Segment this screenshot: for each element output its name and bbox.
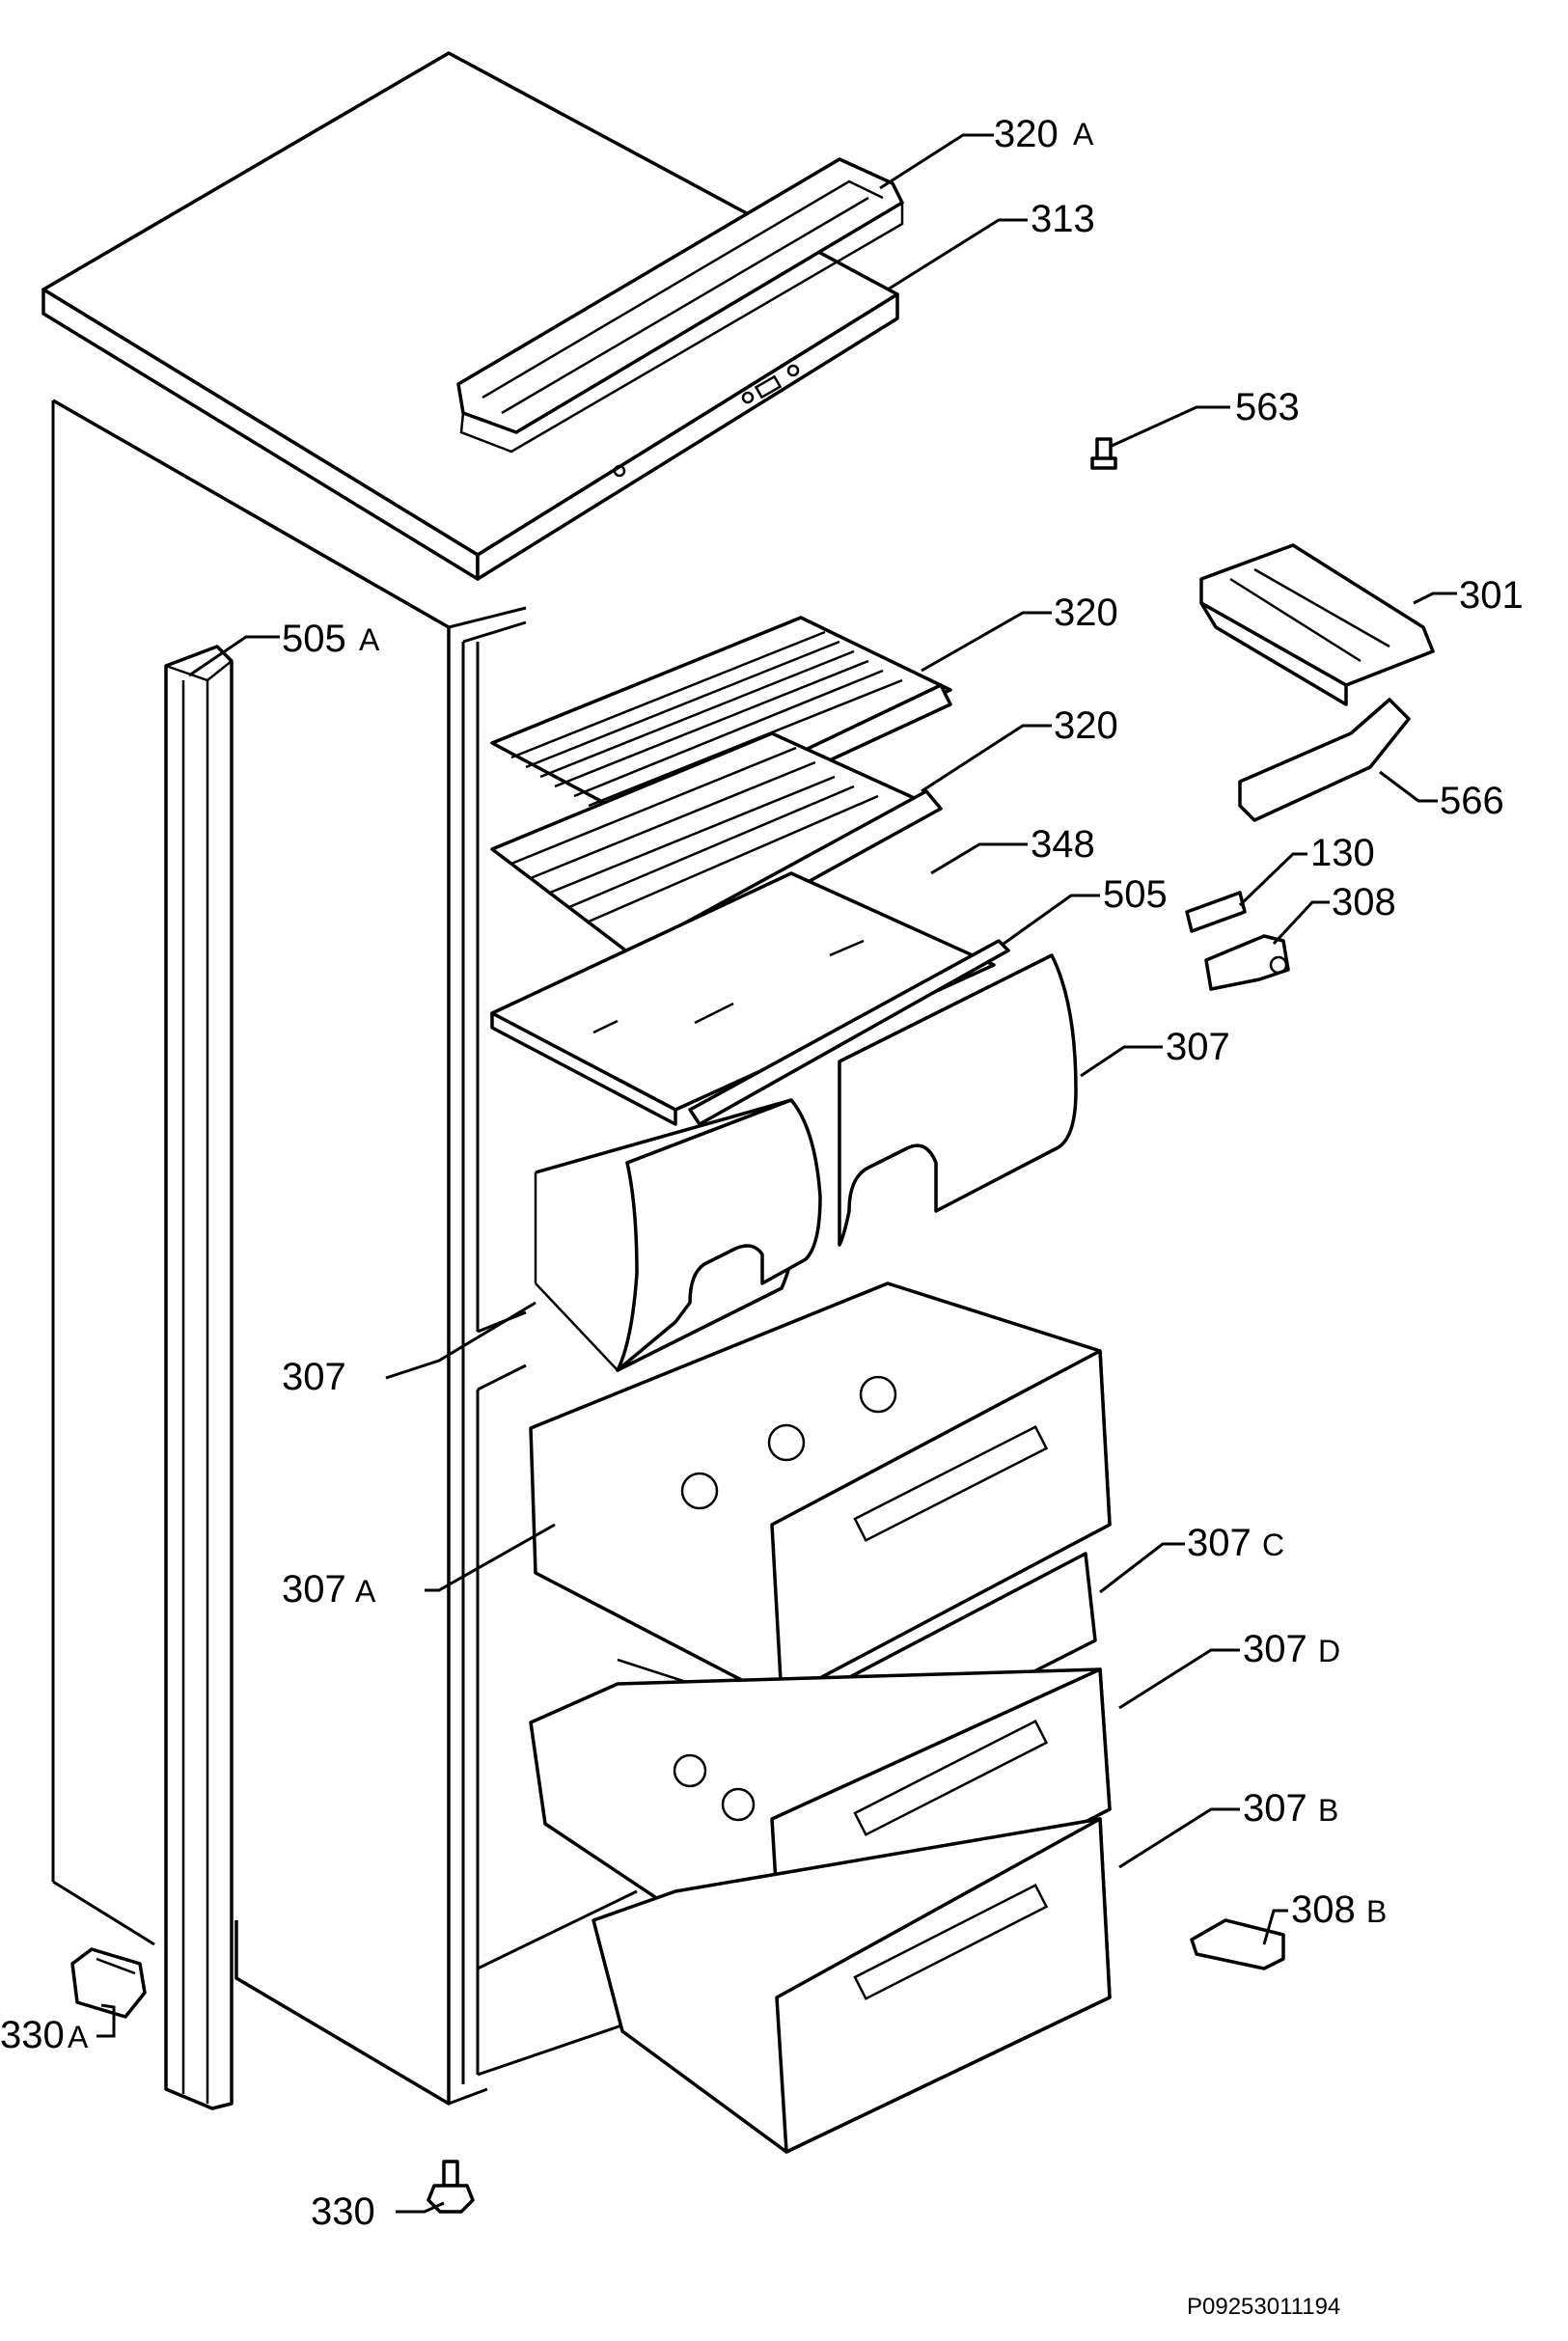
svg-text:320: 320 bbox=[994, 113, 1059, 155]
label-348: 348 bbox=[1031, 823, 1095, 866]
hinge-308-part bbox=[1204, 934, 1290, 991]
label-313: 313 bbox=[1031, 198, 1095, 240]
svg-text:A: A bbox=[359, 622, 380, 657]
svg-text:308: 308 bbox=[1291, 1888, 1356, 1931]
label-307-left: 307 bbox=[282, 1356, 346, 1398]
upper-drawer-right-part bbox=[838, 953, 1078, 1247]
label-307d: 307 D bbox=[1243, 1628, 1340, 1670]
label-320-upper: 320 bbox=[1054, 592, 1118, 634]
adjustable-foot-330-part bbox=[426, 2160, 475, 2214]
label-505a: 505 A bbox=[282, 618, 380, 660]
glass-shelf-part bbox=[490, 871, 996, 1126]
label-307a: 307 A bbox=[282, 1568, 376, 1611]
label-301: 301 bbox=[1459, 574, 1524, 617]
label-330a: 330 A bbox=[0, 2014, 89, 2056]
label-130: 130 bbox=[1310, 832, 1375, 874]
front-strip-505-part bbox=[688, 939, 1010, 1126]
ice-tray-301-part bbox=[1199, 543, 1435, 706]
drawer-307a-part bbox=[529, 1281, 1112, 1700]
label-308b: 308 B bbox=[1291, 1888, 1387, 1931]
svg-text:307: 307 bbox=[1243, 1628, 1307, 1670]
svg-text:B: B bbox=[1366, 1894, 1387, 1929]
label-307c: 307 C bbox=[1187, 1522, 1284, 1564]
svg-text:D: D bbox=[1318, 1634, 1340, 1668]
label-307b: 307 B bbox=[1243, 1787, 1338, 1830]
svg-text:A: A bbox=[68, 2020, 89, 2054]
label-563: 563 bbox=[1235, 386, 1300, 428]
svg-text:307: 307 bbox=[282, 1568, 346, 1611]
svg-text:330: 330 bbox=[0, 2014, 65, 2056]
label-566: 566 bbox=[1440, 780, 1504, 822]
reference-code: P09253011194 bbox=[1187, 2294, 1340, 2320]
scraper-566-part bbox=[1238, 698, 1411, 822]
top-handle-part bbox=[456, 157, 904, 454]
foot-cover-330a-part bbox=[70, 1947, 147, 2019]
svg-text:505: 505 bbox=[282, 618, 346, 660]
top-panel-part bbox=[41, 51, 899, 581]
cabinet-body-part bbox=[51, 399, 676, 2106]
label-307-right: 307 bbox=[1166, 1026, 1230, 1068]
svg-text:307: 307 bbox=[1243, 1787, 1307, 1830]
svg-text:C: C bbox=[1262, 1528, 1284, 1562]
label-505: 505 bbox=[1103, 873, 1168, 916]
label-330: 330 bbox=[311, 2190, 375, 2233]
label-308: 308 bbox=[1332, 881, 1396, 923]
door-strip-505a-part bbox=[164, 645, 234, 2110]
label-320a: 320 A bbox=[994, 113, 1094, 155]
screw-563-part bbox=[1090, 437, 1117, 470]
leader-lines bbox=[96, 133, 1457, 2214]
svg-text:B: B bbox=[1318, 1793, 1338, 1828]
svg-text:A: A bbox=[1073, 117, 1094, 151]
svg-text:A: A bbox=[355, 1574, 376, 1609]
hinge-cover-130-part bbox=[1185, 891, 1247, 933]
hinge-308b-part bbox=[1190, 1918, 1285, 1970]
upper-drawer-left-part bbox=[534, 1098, 822, 1372]
svg-text:307: 307 bbox=[1187, 1522, 1252, 1564]
label-320-lower: 320 bbox=[1054, 704, 1118, 747]
drawer-307b-part bbox=[591, 1817, 1112, 2154]
